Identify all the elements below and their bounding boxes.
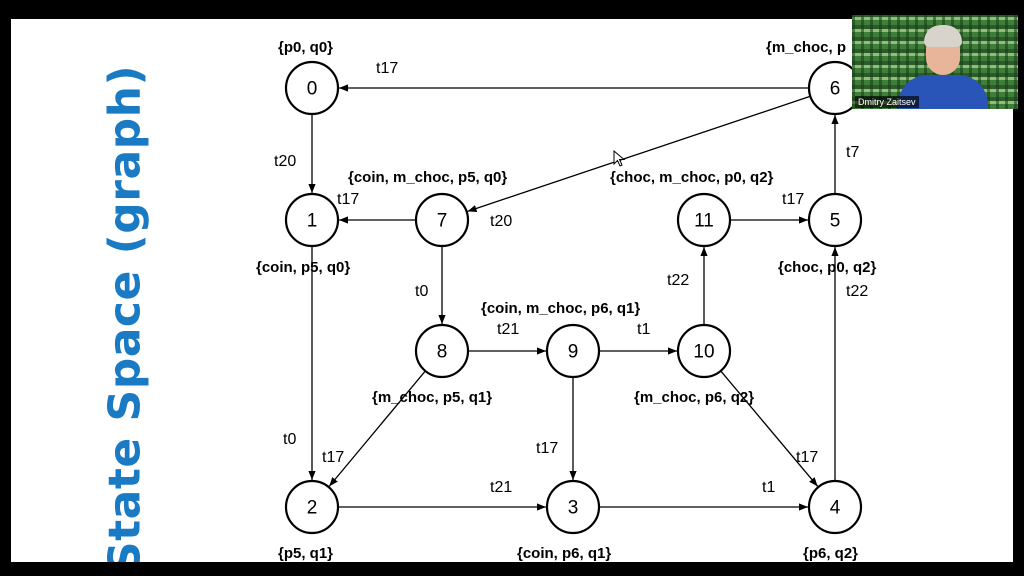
transition-label: t22 <box>846 283 868 300</box>
state-node-number: 11 <box>694 211 714 232</box>
state-node-8: 8 <box>414 323 470 379</box>
participant-avatar <box>898 25 988 109</box>
transition-label: t17 <box>322 449 344 466</box>
participant-name-label: Dmitry Zaitsev <box>855 96 919 108</box>
participant-video-tile[interactable]: Dmitry Zaitsev <box>852 15 1018 109</box>
state-marking-label: {coin, p5, q0} <box>256 259 350 276</box>
transition-label: t17 <box>796 449 818 466</box>
state-marking-label: {coin, m_choc, p5, q0} <box>348 169 507 186</box>
state-node-9: 9 <box>545 323 601 379</box>
state-node-circle <box>284 60 340 116</box>
state-node-circle <box>676 192 732 248</box>
state-node-circle <box>414 323 470 379</box>
state-node-number: 9 <box>568 342 579 363</box>
transition-label: t20 <box>490 213 512 230</box>
transition-label: t17 <box>337 191 359 208</box>
edge-10-to-4 <box>720 370 819 487</box>
state-marking-label: {p6, q2} <box>803 545 858 562</box>
edge-8-to-2 <box>328 370 426 487</box>
state-node-circle <box>414 192 470 248</box>
state-marking-label: {p0, q0} <box>278 39 333 56</box>
transition-label: t7 <box>846 144 859 161</box>
transition-label: t1 <box>762 479 775 496</box>
state-node-circle <box>545 479 601 535</box>
state-node-number: 5 <box>830 211 841 232</box>
transition-label: t17 <box>536 440 558 457</box>
state-labels-layer: {p0, q0} {m_choc, p {coin, m_choc, p5, q0}… <box>256 39 877 562</box>
state-node-number: 10 <box>693 342 714 363</box>
state-node-11: 11 <box>676 192 732 248</box>
state-node-number: 0 <box>307 79 318 100</box>
state-marking-label: {m_choc, p5, q1} <box>372 389 492 406</box>
state-node-circle <box>545 323 601 379</box>
state-node-circle <box>676 323 732 379</box>
transition-label: t0 <box>283 431 296 448</box>
state-marking-label: {choc, m_choc, p0, q2} <box>610 169 774 186</box>
state-node-number: 6 <box>830 79 841 100</box>
state-node-number: 4 <box>830 498 841 519</box>
transition-label: t22 <box>667 272 689 289</box>
edge-labels-layer: t17 t20 t20 t17 t0 t0 t17 t21 t1 t17 t21 t1 t22 t17 t1… <box>274 60 868 496</box>
state-node-number: 3 <box>568 498 579 519</box>
state-node-2: 2 <box>284 479 340 535</box>
state-marking-label: {choc, p0, q2} <box>778 259 877 276</box>
state-node-circle <box>807 479 863 535</box>
state-marking-label: {m_choc, p6, q2} <box>634 389 754 406</box>
state-node-circle <box>807 192 863 248</box>
state-node-3: 3 <box>545 479 601 535</box>
state-marking-label: {m_choc, p <box>766 39 846 56</box>
edge-6-to-7 <box>467 95 811 213</box>
transition-label: t17 <box>782 191 804 208</box>
transition-label: t21 <box>497 321 519 338</box>
state-node-number: 8 <box>437 342 448 363</box>
state-node-0: 0 <box>284 60 340 116</box>
state-node-circle <box>284 479 340 535</box>
transition-label: t1 <box>637 321 650 338</box>
transition-label: t20 <box>274 153 296 170</box>
transition-label: t0 <box>415 283 428 300</box>
state-node-4: 4 <box>807 479 863 535</box>
mouse-cursor-icon <box>613 150 626 167</box>
state-node-circle <box>284 192 340 248</box>
state-node-number: 1 <box>307 211 318 232</box>
transition-label: t17 <box>376 60 398 77</box>
state-node-7: 7 <box>414 192 470 248</box>
state-node-number: 2 <box>307 498 318 519</box>
state-node-10: 10 <box>676 323 732 379</box>
transition-label: t21 <box>490 479 512 496</box>
state-node-number: 7 <box>437 211 448 232</box>
state-node-5: 5 <box>807 192 863 248</box>
edges-layer <box>308 84 839 511</box>
state-marking-label: {coin, p6, q1} <box>517 545 611 562</box>
state-node-1: 1 <box>284 192 340 248</box>
state-marking-label: {p5, q1} <box>278 545 333 562</box>
state-marking-label: {coin, m_choc, p6, q1} <box>481 300 640 317</box>
